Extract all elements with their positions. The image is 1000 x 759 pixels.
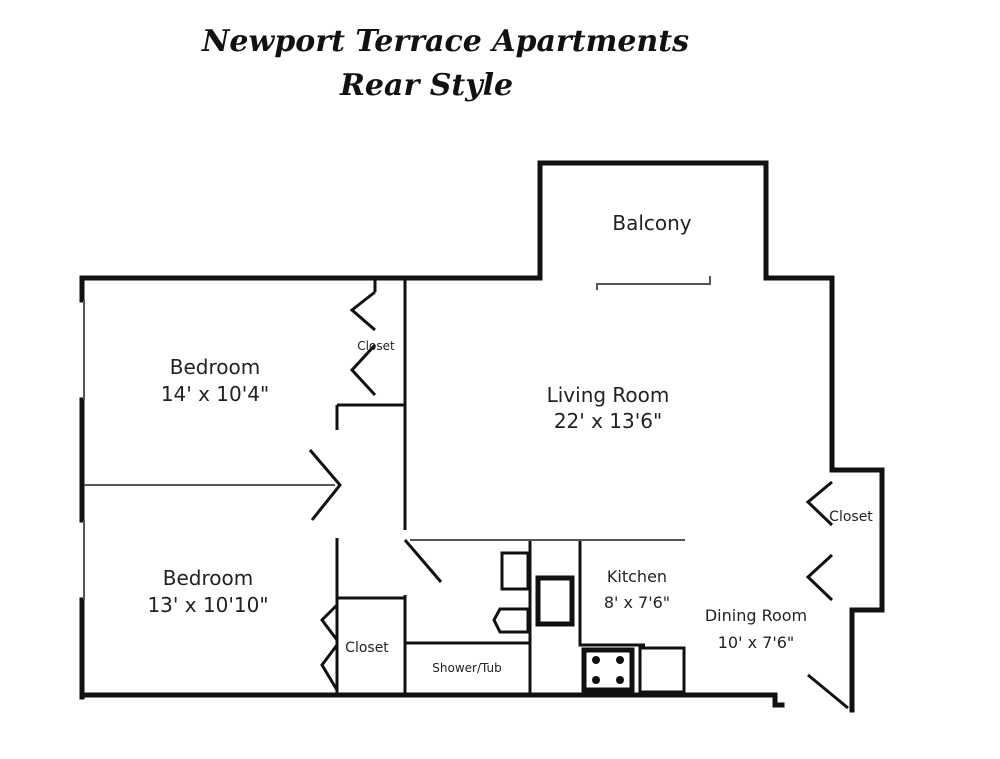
exterior-wall <box>79 160 885 713</box>
bathroom-door <box>403 539 443 583</box>
kitchen-label: Kitchen <box>607 567 667 586</box>
bedroom-2-size: 13' x 10'10" <box>147 593 268 617</box>
closet-right-label: Closet <box>829 509 873 525</box>
balcony-label: Balcony <box>612 211 691 235</box>
closet-top-label: Closet <box>357 339 395 353</box>
exterior-wall-bottom <box>79 692 785 708</box>
kitchen-size: 8' x 7'6" <box>604 593 670 612</box>
stove <box>581 647 635 693</box>
refrigerator <box>638 646 686 694</box>
title-line-1: Newport Terrace Apartments <box>202 24 689 59</box>
living-room-size: 22' x 13'6" <box>554 409 662 433</box>
interior-walls <box>335 278 645 695</box>
shower-tub-label: Shower/Tub <box>432 661 501 675</box>
dining-room-label: Dining Room <box>705 606 807 625</box>
title-line-2: Rear Style <box>340 68 514 103</box>
closet-door-bottom <box>320 603 339 691</box>
living-room-label: Living Room <box>547 383 670 407</box>
dining-room-size: 10' x 7'6" <box>718 633 795 652</box>
bathroom-sink <box>500 551 530 591</box>
closet-door-top <box>349 290 377 397</box>
bedroom-1-label: Bedroom <box>170 355 260 379</box>
closet-door-right <box>805 480 834 602</box>
balcony-slider <box>596 276 711 290</box>
bedroom-2-label: Bedroom <box>163 566 253 590</box>
kitchen-sink <box>535 575 575 627</box>
closet-bottom-label: Closet <box>345 640 389 656</box>
bedroom-1-size: 14' x 10'4" <box>161 382 269 406</box>
bedroom-doors <box>308 449 342 521</box>
toilet <box>492 607 530 634</box>
entry-door <box>807 673 849 710</box>
